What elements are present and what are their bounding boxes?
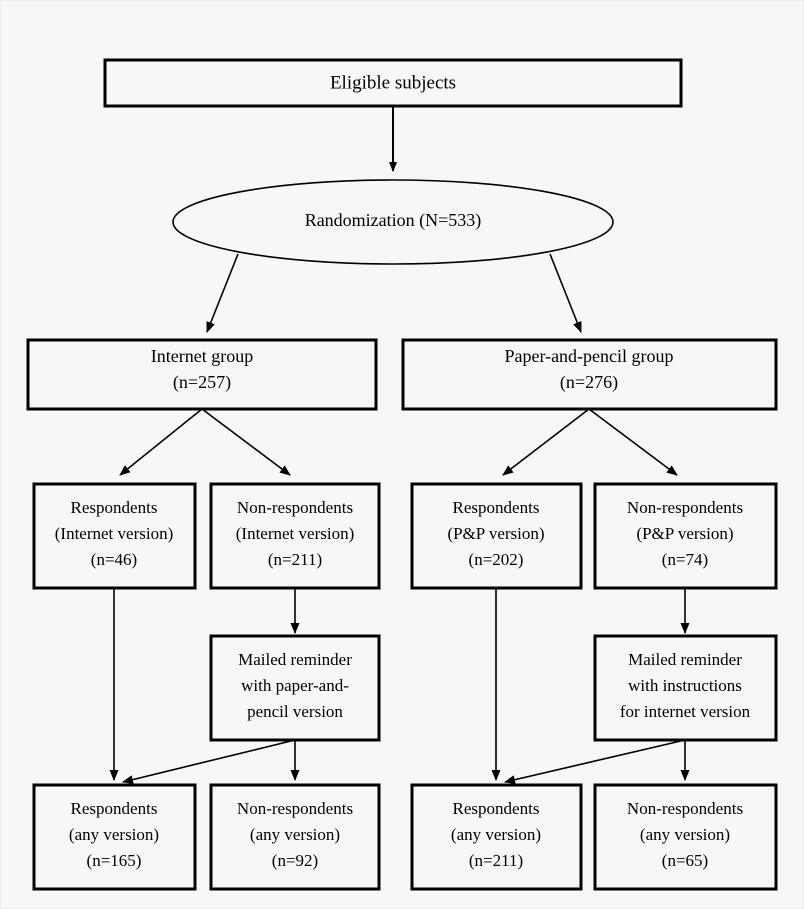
node-nonrespondents-internet-line-2: (n=211) <box>268 550 322 569</box>
node-reminder-internet-line-1: with instructions <box>628 676 742 695</box>
node-final-nonresp-left-line-1: (any version) <box>250 825 340 844</box>
edge-reminder-internet-to-final-respondents <box>504 739 686 785</box>
node-nonrespondents-internet[interactable]: Non-respondents (Internet version) (n=21… <box>209 482 381 590</box>
node-final-nonresp-left-line-0: Non-respondents <box>237 799 353 818</box>
node-respondents-internet[interactable]: Respondents (Internet version) (n=46) <box>32 482 197 590</box>
node-randomization[interactable]: Randomization (N=533) <box>172 179 614 265</box>
node-internet-group[interactable]: Internet group (n=257) <box>26 338 378 411</box>
node-final-nonresp-right-line-0: Non-respondents <box>627 799 743 818</box>
node-final-resp-left-line-2: (n=165) <box>87 851 142 870</box>
node-nonrespondents-pp-line-2: (n=74) <box>662 550 708 569</box>
edges-layer <box>109 106 690 785</box>
node-respondents-internet-line-1: (Internet version) <box>55 524 173 543</box>
node-randomization-line-0: Randomization (N=533) <box>305 210 482 231</box>
node-respondents-internet-line-0: Respondents <box>71 498 158 517</box>
node-reminder-pp-line-0: Mailed reminder <box>238 650 352 669</box>
node-reminder-pp-line-1: with paper-and- <box>241 676 349 695</box>
node-pp-group-line-1: (n=276) <box>560 372 618 393</box>
edge-internet-group-to-nonrespondents <box>201 408 291 476</box>
node-respondents-internet-line-2: (n=46) <box>91 550 137 569</box>
node-eligible-subjects-line-0: Eligible subjects <box>330 72 456 93</box>
edge-reminder-pp-to-final-respondents <box>122 739 296 784</box>
node-internet-group-line-0: Internet group <box>151 346 253 366</box>
node-final-respondents-pp-arm[interactable]: Respondents (any version) (n=211) <box>410 783 583 891</box>
node-final-nonresp-right-line-2: (n=65) <box>662 851 708 870</box>
node-eligible-subjects[interactable]: Eligible subjects <box>103 58 683 108</box>
node-final-resp-right-line-2: (n=211) <box>469 851 523 870</box>
edge-internet-group-to-respondents <box>119 408 203 476</box>
node-nonrespondents-internet-line-1: (Internet version) <box>236 524 354 543</box>
node-final-resp-left-line-1: (any version) <box>69 825 159 844</box>
node-reminder-internet-line-2: for internet version <box>620 702 751 721</box>
node-nonrespondents-pp-line-1: (P&P version) <box>636 524 733 543</box>
node-pp-group-line-0: Paper-and-pencil group <box>504 346 673 366</box>
node-respondents-pp-line-2: (n=202) <box>469 550 524 569</box>
node-mailed-reminder-internet[interactable]: Mailed reminder with instructions for in… <box>593 634 778 742</box>
node-reminder-internet-line-0: Mailed reminder <box>628 650 742 669</box>
edge-pp-group-to-respondents <box>502 408 590 476</box>
node-final-resp-right-line-0: Respondents <box>453 799 540 818</box>
edge-randomization-to-internet-group <box>206 253 239 333</box>
node-final-resp-left-line-0: Respondents <box>71 799 158 818</box>
node-final-nonrespondents-internet-arm[interactable]: Non-respondents (any version) (n=92) <box>209 783 381 891</box>
node-nonrespondents-pp-line-0: Non-respondents <box>627 498 743 517</box>
node-paper-and-pencil-group[interactable]: Paper-and-pencil group (n=276) <box>401 338 778 411</box>
node-final-nonresp-left-line-2: (n=92) <box>272 851 318 870</box>
node-nonrespondents-internet-line-0: Non-respondents <box>237 498 353 517</box>
edge-randomization-to-pp-group <box>549 253 582 333</box>
node-mailed-reminder-paper-and-pencil[interactable]: Mailed reminder with paper-and- pencil v… <box>209 634 381 742</box>
node-final-respondents-internet-arm[interactable]: Respondents (any version) (n=165) <box>32 783 197 891</box>
node-respondents-pp-line-1: (P&P version) <box>447 524 544 543</box>
node-reminder-pp-line-2: pencil version <box>247 702 343 721</box>
node-respondents-pp-line-0: Respondents <box>453 498 540 517</box>
node-final-nonrespondents-pp-arm[interactable]: Non-respondents (any version) (n=65) <box>593 783 778 891</box>
node-final-nonresp-right-line-1: (any version) <box>640 825 730 844</box>
node-respondents-pp[interactable]: Respondents (P&P version) (n=202) <box>410 482 583 590</box>
node-final-resp-right-line-1: (any version) <box>451 825 541 844</box>
node-internet-group-line-1: (n=257) <box>173 372 231 393</box>
node-nonrespondents-pp[interactable]: Non-respondents (P&P version) (n=74) <box>593 482 778 590</box>
edge-pp-group-to-nonrespondents <box>588 408 678 476</box>
